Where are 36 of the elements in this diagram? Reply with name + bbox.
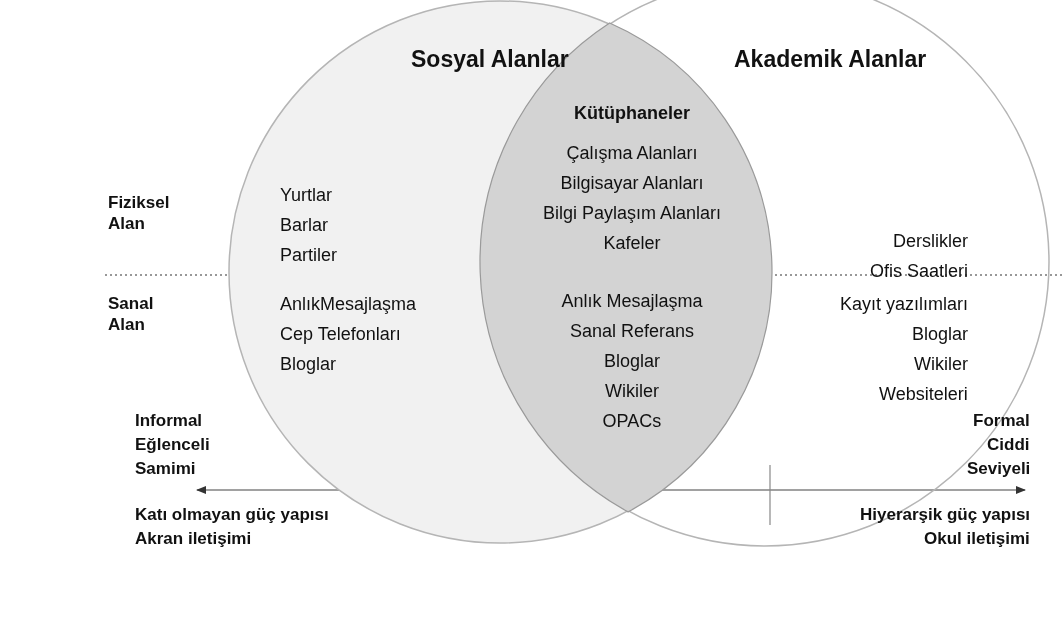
section-heading: Akademik Alanlar xyxy=(734,48,927,70)
list-item: Wikiler xyxy=(605,380,659,402)
scale-label: Okul iletişimi xyxy=(924,528,1030,549)
list-item: Websiteleri xyxy=(879,383,968,405)
scale-label: Akran iletişimi xyxy=(135,528,252,549)
list-item: Wikiler xyxy=(914,353,968,375)
list-item: Cep Telefonları xyxy=(280,323,401,345)
row-label: Sanal Alan xyxy=(108,293,155,335)
scale-label: Eğlenceli xyxy=(135,434,210,455)
section-heading: Kütüphaneler xyxy=(574,102,690,124)
list-item: Bilgisayar Alanları xyxy=(560,172,704,194)
list-item: Kayıt yazılımları xyxy=(840,293,969,315)
scale-label: Hiyerarşik güç yapısı xyxy=(860,504,1031,525)
scale-label: Katı olmayan güç yapısı xyxy=(135,504,329,525)
list-item: Sanal Referans xyxy=(570,320,695,342)
list-item: Bloglar xyxy=(912,323,969,345)
scale-label: Samimi xyxy=(135,458,196,479)
list-item: Bilgi Paylaşım Alanları xyxy=(543,202,722,224)
list-item: Yurtlar xyxy=(280,184,333,206)
row-label: Fiziksel Alan xyxy=(108,192,171,234)
list-item: Bloglar xyxy=(604,350,661,372)
scale-label: Seviyeli xyxy=(967,458,1031,479)
scale-label: Formal xyxy=(973,410,1030,431)
section-heading: Sosyal Alanlar xyxy=(411,48,569,70)
list-item: AnlıkMesajlaşma xyxy=(280,293,417,315)
list-item: Bloglar xyxy=(280,353,337,375)
list-item: Kafeler xyxy=(603,232,661,254)
scale-label: Informal xyxy=(135,410,203,431)
list-item: OPACs xyxy=(602,410,662,432)
scale-label: Ciddi xyxy=(987,434,1030,455)
list-item: Derslikler xyxy=(893,230,968,252)
list-item: Partiler xyxy=(280,244,337,266)
list-item: Ofis Saatleri xyxy=(870,260,969,282)
list-item: Anlık Mesajlaşma xyxy=(561,290,703,312)
list-item: Barlar xyxy=(280,214,328,236)
list-item: Çalışma Alanları xyxy=(566,142,698,164)
